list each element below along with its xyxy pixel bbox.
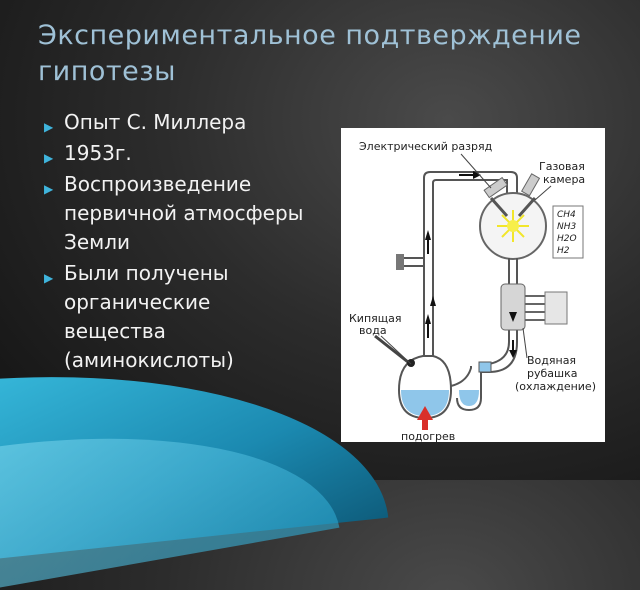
label-gas-chamber-2: камера xyxy=(543,173,585,186)
miller-experiment-diagram: CH4 NH3 H2O H2 Электрический разряд Газо… xyxy=(341,128,605,442)
bullet-item: ▶ Были получены органические вещества (ам… xyxy=(42,259,312,375)
electrode-left xyxy=(483,176,509,199)
tube-up-left-inner xyxy=(432,179,508,356)
bullet-item: ▶ Опыт С. Миллера xyxy=(42,108,312,137)
bullet-arrow-icon: ▶ xyxy=(44,120,54,134)
bullet-item: ▶ 1953г. xyxy=(42,139,312,168)
bullet-list: ▶ Опыт С. Миллера ▶ 1953г. ▶ Воспроизведени… xyxy=(42,108,312,377)
label-boiling-water-1: Кипящая xyxy=(349,312,402,325)
apparatus-drawing: CH4 NH3 H2O H2 Электрический разряд Газо… xyxy=(349,140,596,442)
stopcock xyxy=(396,254,404,270)
label-gas-chamber-1: Газовая xyxy=(539,160,585,173)
water-jacket xyxy=(500,283,526,331)
bullet-item: ▶ Воспроизведение первичной атмосферы Зем… xyxy=(42,170,312,257)
heating-arrow-icon xyxy=(417,406,433,430)
label-heating: подогрев xyxy=(401,430,455,442)
bullet-arrow-icon: ▶ xyxy=(44,151,54,165)
label-water-jacket-3: (охлаждение) xyxy=(515,380,596,393)
flow-arrows xyxy=(425,171,517,358)
electrode-right xyxy=(520,173,541,197)
label-water-jacket-1: Водяная xyxy=(527,354,576,367)
label-water-jacket-2: рубашка xyxy=(527,367,577,380)
bullet-arrow-icon: ▶ xyxy=(44,182,54,196)
bullet-text: 1953г. xyxy=(64,141,132,165)
gas-h2o: H2O xyxy=(557,234,577,244)
slide-title: Экспериментальное подтверждение гипотезы xyxy=(38,20,582,87)
water xyxy=(401,390,449,416)
gas-ch4: CH4 xyxy=(557,210,576,220)
bullet-text: Были получены органические вещества (ами… xyxy=(64,261,234,372)
bullet-arrow-icon: ▶ xyxy=(44,271,54,285)
gas-h2: H2 xyxy=(557,246,570,256)
bullet-text: Воспроизведение первичной атмосферы Земл… xyxy=(64,172,304,254)
label-electric-discharge: Электрический разряд xyxy=(359,140,493,153)
gas-nh3: NH3 xyxy=(557,222,577,232)
tube-up-left xyxy=(423,171,518,356)
label-boiling-water-2: вода xyxy=(359,324,387,337)
bullet-text: Опыт С. Миллера xyxy=(64,110,247,134)
